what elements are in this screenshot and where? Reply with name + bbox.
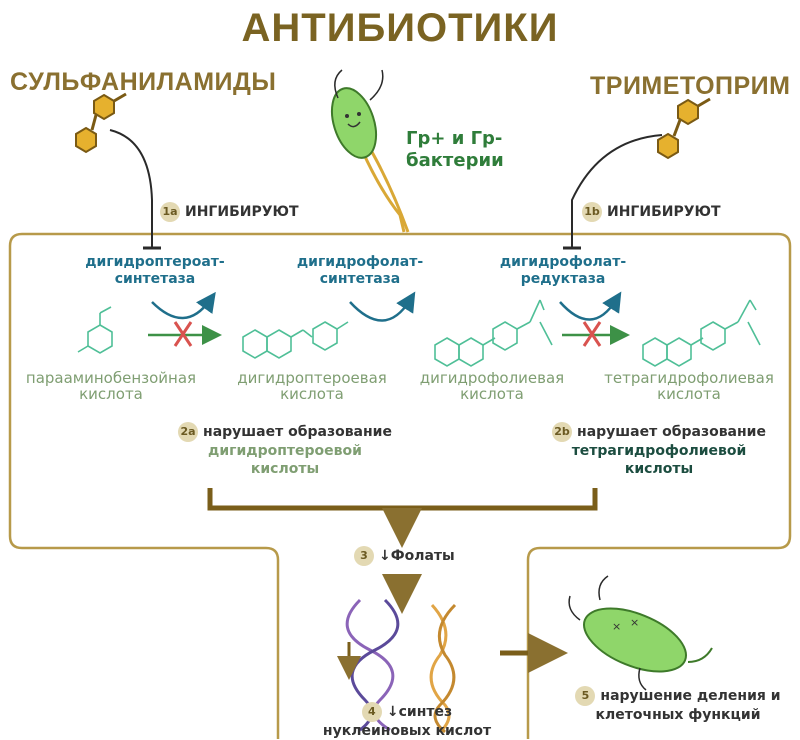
compound-paba: парааминобензойная кислота: [6, 370, 216, 402]
drug-left-label: СУЛЬФАНИЛАМИДЫ: [10, 68, 277, 96]
step-4-line2: нуклеиновых кислот: [322, 723, 492, 739]
step-2a-line3: кислоты: [250, 461, 320, 477]
step-2a-text: нарушает образование: [203, 424, 392, 440]
step-1b-text: ИНГИБИРУЮТ: [607, 204, 721, 220]
compound-dihydropteroic: дигидроптероевая кислота: [222, 370, 402, 402]
bacterium-icon: [330, 69, 410, 233]
molecule-dihydrofolate: [434, 299, 553, 367]
compound-line: кислота: [79, 385, 143, 403]
enzyme-line: дигидроптероат-: [85, 254, 225, 270]
bacteria-label-line1: Гр+ и Гр-: [406, 128, 503, 149]
step-2b-text: нарушает образование: [577, 424, 766, 440]
step-4: 4↓синтез нуклеиновых кислот: [292, 702, 522, 740]
molecule-dihydropteroate: [242, 321, 349, 359]
compound-line: кислота: [657, 385, 721, 403]
enzyme-dihydrofolate-synthetase: дигидрофолат- синтетаза: [285, 254, 435, 288]
enzyme-line: синтетаза: [319, 271, 401, 287]
step-4-text: ↓синтез: [386, 704, 453, 720]
enzyme-dihydrofolate-reductase: дигидрофолат- редуктаза: [488, 254, 638, 288]
compound-line: тетрагидрофолиевая: [604, 369, 774, 387]
step-badge: 2a: [178, 422, 199, 442]
hexagon-molecule-icon: [75, 92, 127, 154]
step-badge: 1a: [160, 202, 180, 222]
step-2a-line2: дигидроптероевой: [208, 443, 362, 459]
molecule-paba: [77, 306, 113, 354]
merge-bracket: [207, 488, 598, 511]
step-1b: 1b ИНГИБИРУЮТ: [582, 202, 721, 222]
inhibit-line-left: [109, 129, 153, 248]
frame-outline: [8, 232, 792, 739]
enzyme-line: синтетаза: [114, 271, 196, 287]
step-1a-text: ИНГИБИРУЮТ: [185, 204, 299, 220]
enzyme-dihydropteroate-synthetase: дигидроптероат- синтетаза: [70, 254, 240, 288]
step-badge: 3: [354, 546, 374, 566]
step-2b-line2: тетрагидрофолиевой: [571, 443, 747, 459]
inhibit-cross-icon: [173, 321, 193, 347]
svg-text:×: ×: [612, 620, 621, 633]
bacteria-label: Гр+ и Гр- бактерии: [406, 128, 504, 172]
bacterium-icon: × ×: [568, 575, 713, 691]
step-1a: 1a ИНГИБИРУЮТ: [160, 202, 299, 222]
page-title: АНТИБИОТИКИ: [241, 6, 559, 50]
hexagon-molecule-icon: [657, 97, 711, 160]
enzyme-line: редуктаза: [520, 271, 606, 287]
step-badge: 4: [361, 702, 382, 722]
enzyme-line: дигидрофолат-: [296, 254, 424, 270]
step-3-text: ↓Фолаты: [379, 548, 455, 564]
bacteria-label-line2: бактерии: [406, 150, 504, 171]
step-5-line2: клеточных функций: [595, 707, 761, 723]
step-4-line1: 4↓синтез: [292, 702, 522, 722]
compound-line: дигидрофолиевая: [419, 369, 565, 387]
compound-line: кислота: [280, 385, 344, 403]
drug-right-label: ТРИМЕТОПРИМ: [590, 72, 791, 100]
step-2b-line3: кислоты: [624, 461, 694, 477]
step-badge: 2b: [552, 422, 573, 442]
step-5-text: нарушение деления и: [600, 688, 781, 704]
compound-tetrahydrofolic: тетрагидрофолиевая кислота: [586, 370, 792, 402]
step-3: 3 ↓Фолаты: [354, 546, 455, 566]
step-badge: 5: [575, 686, 596, 706]
svg-text:×: ×: [630, 616, 639, 629]
molecule-tetrahydrofolate: [642, 299, 761, 367]
step-badge: 1b: [582, 202, 602, 222]
compound-line: дигидроптероевая: [237, 369, 387, 387]
inhibit-line-right: [571, 134, 663, 248]
enzyme-line: дигидрофолат-: [499, 254, 627, 270]
compound-line: кислота: [460, 385, 524, 403]
inhibit-cross-icon: [582, 321, 602, 347]
compound-line: парааминобензойная: [25, 369, 197, 387]
compound-dihydrofolic: дигидрофолиевая кислота: [404, 370, 580, 402]
